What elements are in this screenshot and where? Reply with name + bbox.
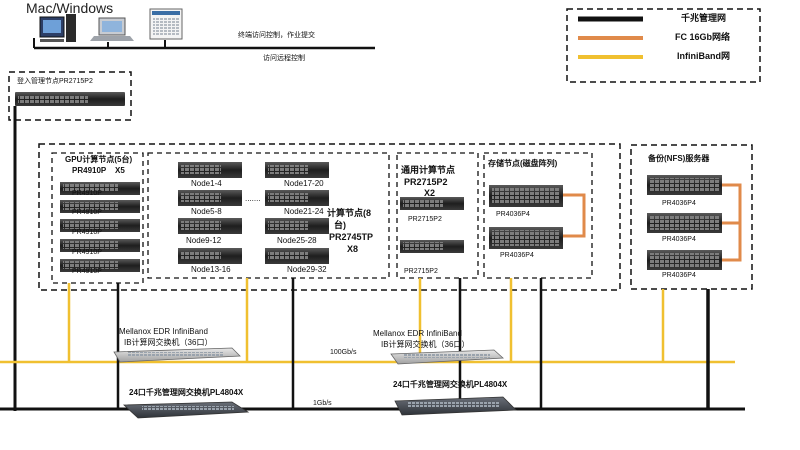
gigabit-links [0, 278, 745, 411]
gpu-unit-label: PR4910P [72, 268, 102, 275]
gpu-unit-label: PR4910P [72, 249, 102, 256]
gpu-group-box [51, 152, 144, 284]
legend-label-infiniband: InfiniBand网 [677, 51, 730, 61]
ib-switch-right [390, 349, 504, 365]
compute-caption: PR2745TP [329, 232, 374, 242]
infiniband-links [0, 278, 735, 364]
compute-node-label: Node25-28 [277, 236, 317, 245]
desktop-pc-icon [39, 14, 76, 42]
terminal-access-label: 终端访问控制，作业提交 [238, 32, 315, 39]
compute-caption: 计算节点(8 [327, 208, 372, 218]
laptop-icon [90, 17, 134, 41]
compute-node-label: Node1-4 [191, 179, 222, 188]
compute-node-label: Node21-24 [284, 207, 324, 216]
gig-switch-left-label: 24口千兆管理网交换机PL4804X [129, 388, 244, 397]
backup-servers [647, 175, 722, 270]
backup-group-box [630, 144, 753, 290]
backup-unit-label: PR4036P4 [662, 236, 696, 243]
compute-servers [178, 162, 329, 264]
backup-group-title: 备份(NFS)服务器 [648, 154, 710, 163]
ib-switch-left [113, 347, 241, 363]
cluster-enclosure [38, 143, 621, 291]
storage-fc-link [563, 193, 586, 238]
login-server [15, 92, 125, 106]
compute-caption: 台) [334, 220, 346, 230]
storage-unit-label: PR4036P4 [496, 211, 530, 218]
storage-group-box [483, 152, 593, 279]
compute-group-box [147, 152, 390, 279]
general-unit-label: PR2715P2 [404, 268, 438, 275]
legend-label-fc: FC 16Gb网络 [675, 32, 731, 42]
ib-speed-label: 100Gb/s [330, 349, 357, 356]
compute-node-label: Node13-16 [191, 265, 231, 274]
ib-switch-right-line1: Mellanox EDR InfiniBand [373, 329, 462, 338]
storage-servers [489, 185, 563, 249]
compute-ellipsis: ....... [245, 194, 261, 203]
gpu-group-title: GPU计算节点(5台) [65, 155, 133, 164]
login-node-title: 登入管理节点PR2715P2 [17, 78, 93, 85]
clients-title: Mac/Windows [26, 0, 114, 16]
legend-label-gigabit: 千兆管理网 [681, 13, 727, 23]
general-servers [400, 197, 464, 253]
monitor-screen-icon [149, 8, 183, 40]
compute-node-label: Node5-8 [191, 207, 222, 216]
storage-unit-label: PR4036P4 [500, 252, 534, 259]
ib-switch-left-line1: Mellanox EDR InfiniBand [119, 327, 208, 336]
gig-speed-label: 1Gb/s [313, 400, 332, 407]
gig-switch-left [123, 401, 250, 419]
general-group-subtitle: PR2715P2 [404, 177, 448, 187]
gpu-servers [60, 182, 140, 272]
general-group-title: 通用计算节点 [401, 165, 456, 175]
client-computers [39, 8, 183, 42]
backup-unit-label: PR4036P4 [662, 200, 696, 207]
backup-unit-label: PR4036P4 [662, 272, 696, 279]
backup-fc-link [722, 183, 742, 262]
compute-caption: X8 [347, 244, 359, 254]
compute-node-label: Node9-12 [186, 236, 222, 245]
gig-switch-right-label: 24口千兆管理网交换机PL4804X [393, 380, 508, 389]
remote-access-label: 访问远程控制 [263, 55, 305, 62]
general-group-multiplier: X2 [424, 188, 436, 198]
legend-box [566, 8, 761, 83]
ib-switch-left-line2: IB计算网交换机（36口） [124, 338, 213, 347]
gpu-unit-label: PR4910P [72, 209, 102, 216]
gig-switch-right [394, 396, 517, 416]
storage-group-title: 存储节点(磁盘阵列) [488, 159, 558, 168]
login-node-box [8, 71, 132, 121]
general-unit-label: PR2715P2 [408, 216, 442, 223]
gpu-group-subtitle: PR4910P X5 [72, 166, 125, 175]
general-group-box [396, 152, 479, 279]
gpu-unit-label: PR4910P [72, 190, 102, 197]
compute-node-label: Node29-32 [287, 265, 327, 274]
ib-switch-right-line2: IB计算网交换机（36口） [381, 340, 470, 349]
gpu-unit-label: PR4910P [72, 229, 102, 236]
compute-node-label: Node17-20 [284, 179, 324, 188]
